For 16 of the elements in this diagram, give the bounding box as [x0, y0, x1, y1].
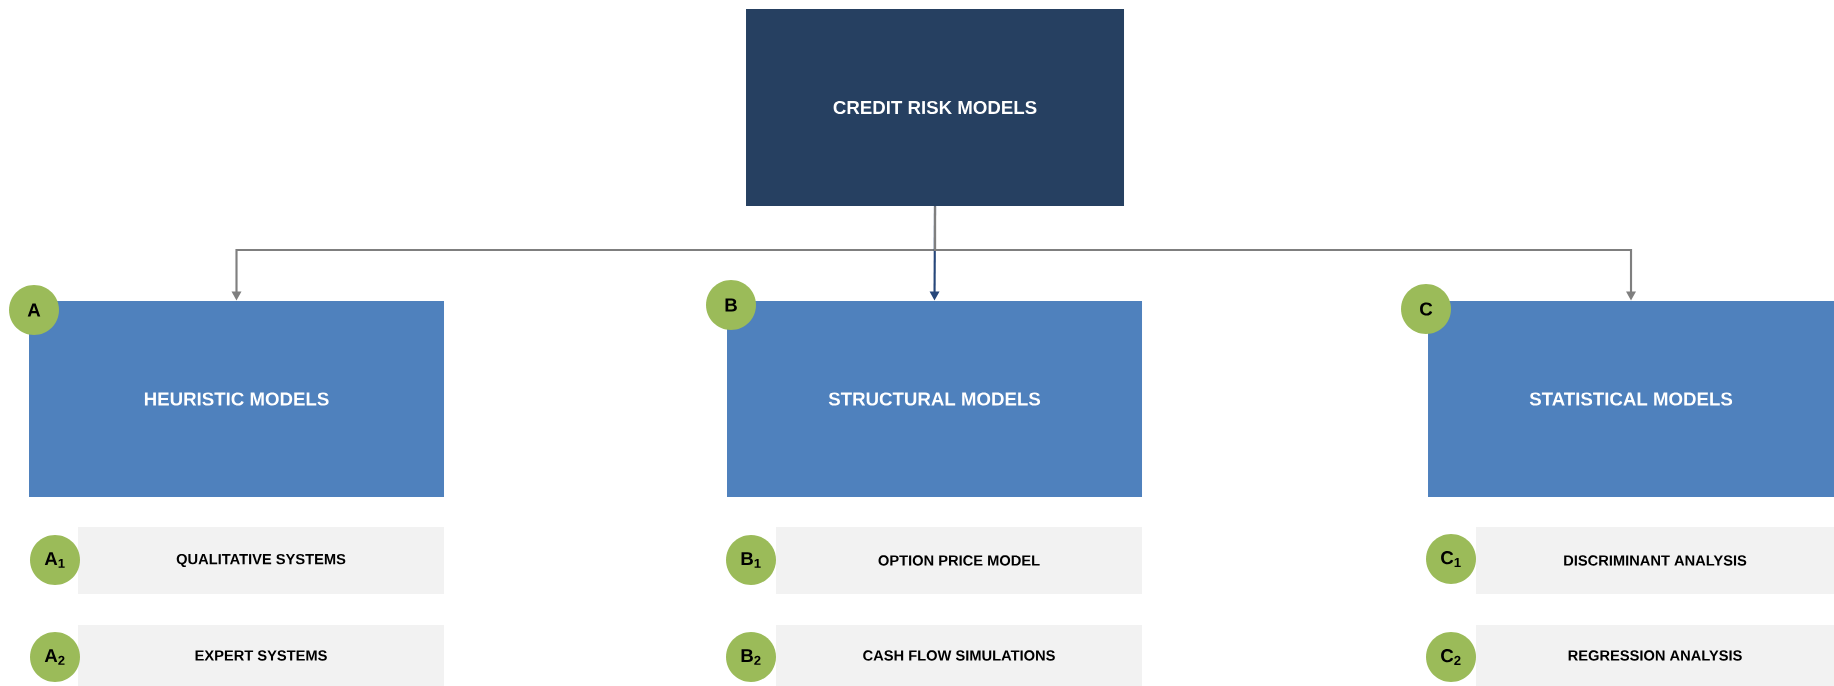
letter-badge: C$_{1}$: [1426, 534, 1476, 584]
letter-badge: B: [706, 280, 756, 330]
list-item-box: EXPERT SYSTEMS: [78, 625, 444, 686]
list-item-box: QUALITATIVE SYSTEMS: [78, 527, 444, 594]
list-item-box: DISCRIMINANT ANALYSIS: [1476, 527, 1834, 594]
letter-badge: C: [1401, 284, 1451, 334]
letter-badge: A$_{2}$: [30, 632, 80, 682]
letter-badge: B$_{2}$: [726, 632, 776, 682]
letter-badge: A: [9, 285, 59, 335]
list-item-box: CASH FLOW SIMULATIONS: [776, 625, 1142, 686]
letter-badge: C$_{2}$: [1426, 632, 1476, 682]
list-item-box: OPTION PRICE MODEL: [776, 527, 1142, 594]
category-box: CREDIT RISK MODELS: [746, 9, 1124, 206]
letter-badge: A$_{1}$: [30, 535, 80, 585]
list-item-box: REGRESSION ANALYSIS: [1476, 625, 1834, 686]
letter-badge: B$_{1}$: [726, 535, 776, 585]
